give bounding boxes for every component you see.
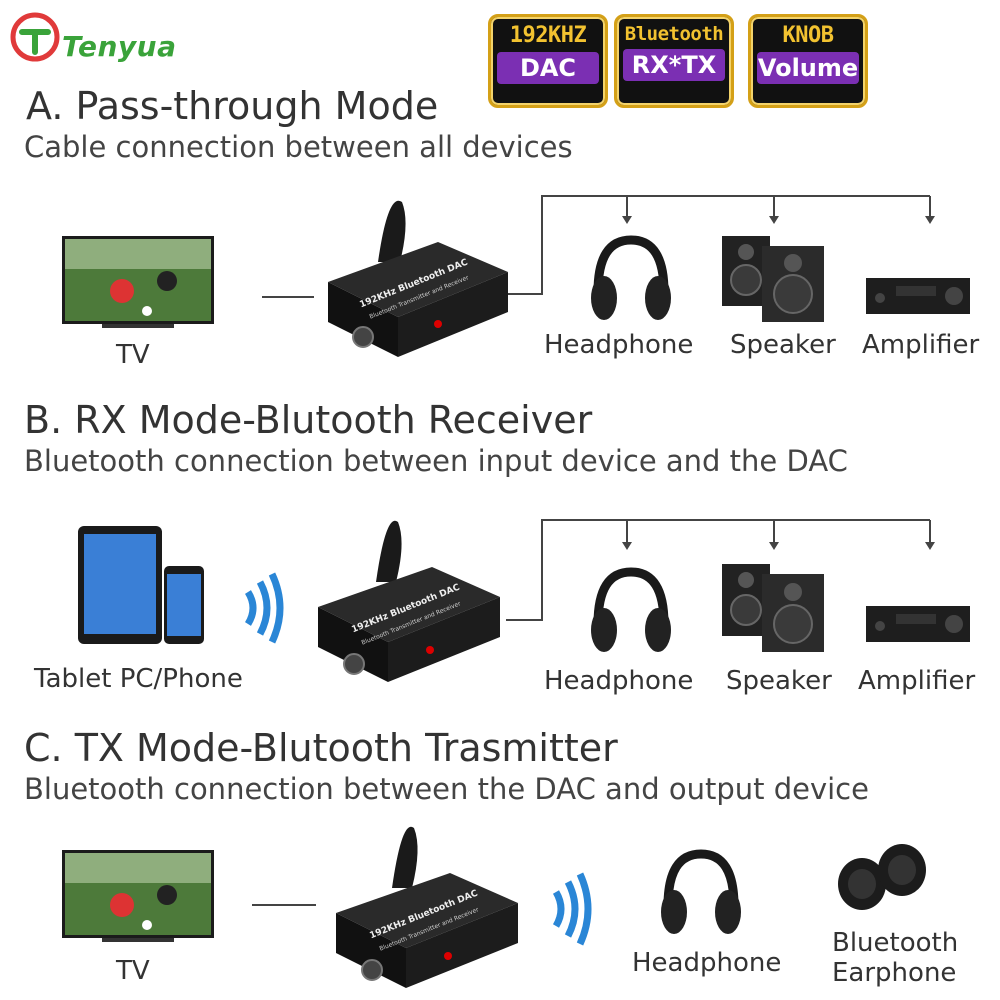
headphone-icon (591, 235, 671, 320)
badge-knob: KNOB Volume (748, 14, 868, 108)
badge-dac: 192KHZ DAC (488, 14, 608, 108)
section-b-title: B. RX Mode-Blutooth Receiver (24, 398, 593, 442)
section-a-output-1: Headphone (544, 330, 694, 360)
headphone-icon (591, 567, 671, 652)
section-c-source-label: TV (116, 956, 150, 986)
brand-logo-icon (10, 12, 60, 62)
earbuds-icon (838, 844, 926, 910)
speaker-icon (722, 564, 824, 652)
badge-bluetooth: Bluetooth RX*TX (614, 14, 734, 108)
tv-icon (62, 236, 214, 328)
section-c-output-1: Headphone (632, 948, 782, 978)
section-c-subtitle: Bluetooth connection between the DAC and… (24, 772, 869, 806)
section-b-output-3: Amplifier (858, 666, 976, 696)
wireless-signal-icon (552, 872, 592, 946)
dac-device-b (318, 520, 500, 682)
section-b-subtitle: Bluetooth connection between input devic… (24, 444, 848, 478)
section-b-source-label: Tablet PC/Phone (34, 664, 243, 694)
badge-dac-line1: 192KHZ (509, 23, 587, 48)
amplifier-icon (866, 278, 970, 314)
amplifier-icon (866, 606, 970, 642)
cable-line (252, 904, 316, 906)
section-c-title: C. TX Mode-Blutooth Trasmitter (24, 726, 618, 770)
badge-bluetooth-line1: Bluetooth (624, 23, 724, 45)
headphone-icon (661, 849, 741, 934)
section-c-output-3: Earphone (832, 958, 957, 988)
section-c-output-2: Bluetooth (832, 928, 959, 958)
section-a-title: A. Pass-through Mode (26, 84, 439, 128)
brand-name: Tenyua (62, 30, 177, 63)
section-a-output-3: Amplifier (862, 330, 980, 360)
dac-device-c (336, 826, 518, 988)
cable-line (262, 296, 314, 298)
section-a-source-label: TV (116, 340, 150, 370)
section-a-subtitle: Cable connection between all devices (24, 130, 573, 164)
wireless-signal-icon (244, 572, 284, 644)
badge-bluetooth-line2: RX*TX (623, 49, 725, 81)
tablet-phone-icon (78, 526, 204, 644)
badge-knob-line1: KNOB (782, 23, 834, 48)
output-branch-lines (508, 195, 935, 295)
section-a-output-2: Speaker (730, 330, 836, 360)
tv-icon (62, 850, 214, 942)
badge-dac-line2: DAC (497, 52, 599, 84)
section-b-output-1: Headphone (544, 666, 694, 696)
brand-logo (8, 10, 188, 64)
speaker-icon (722, 236, 824, 322)
dac-device-a (328, 200, 508, 357)
output-branch-lines (506, 519, 935, 621)
badge-knob-line2: Volume (757, 52, 859, 84)
section-b-output-2: Speaker (726, 666, 832, 696)
